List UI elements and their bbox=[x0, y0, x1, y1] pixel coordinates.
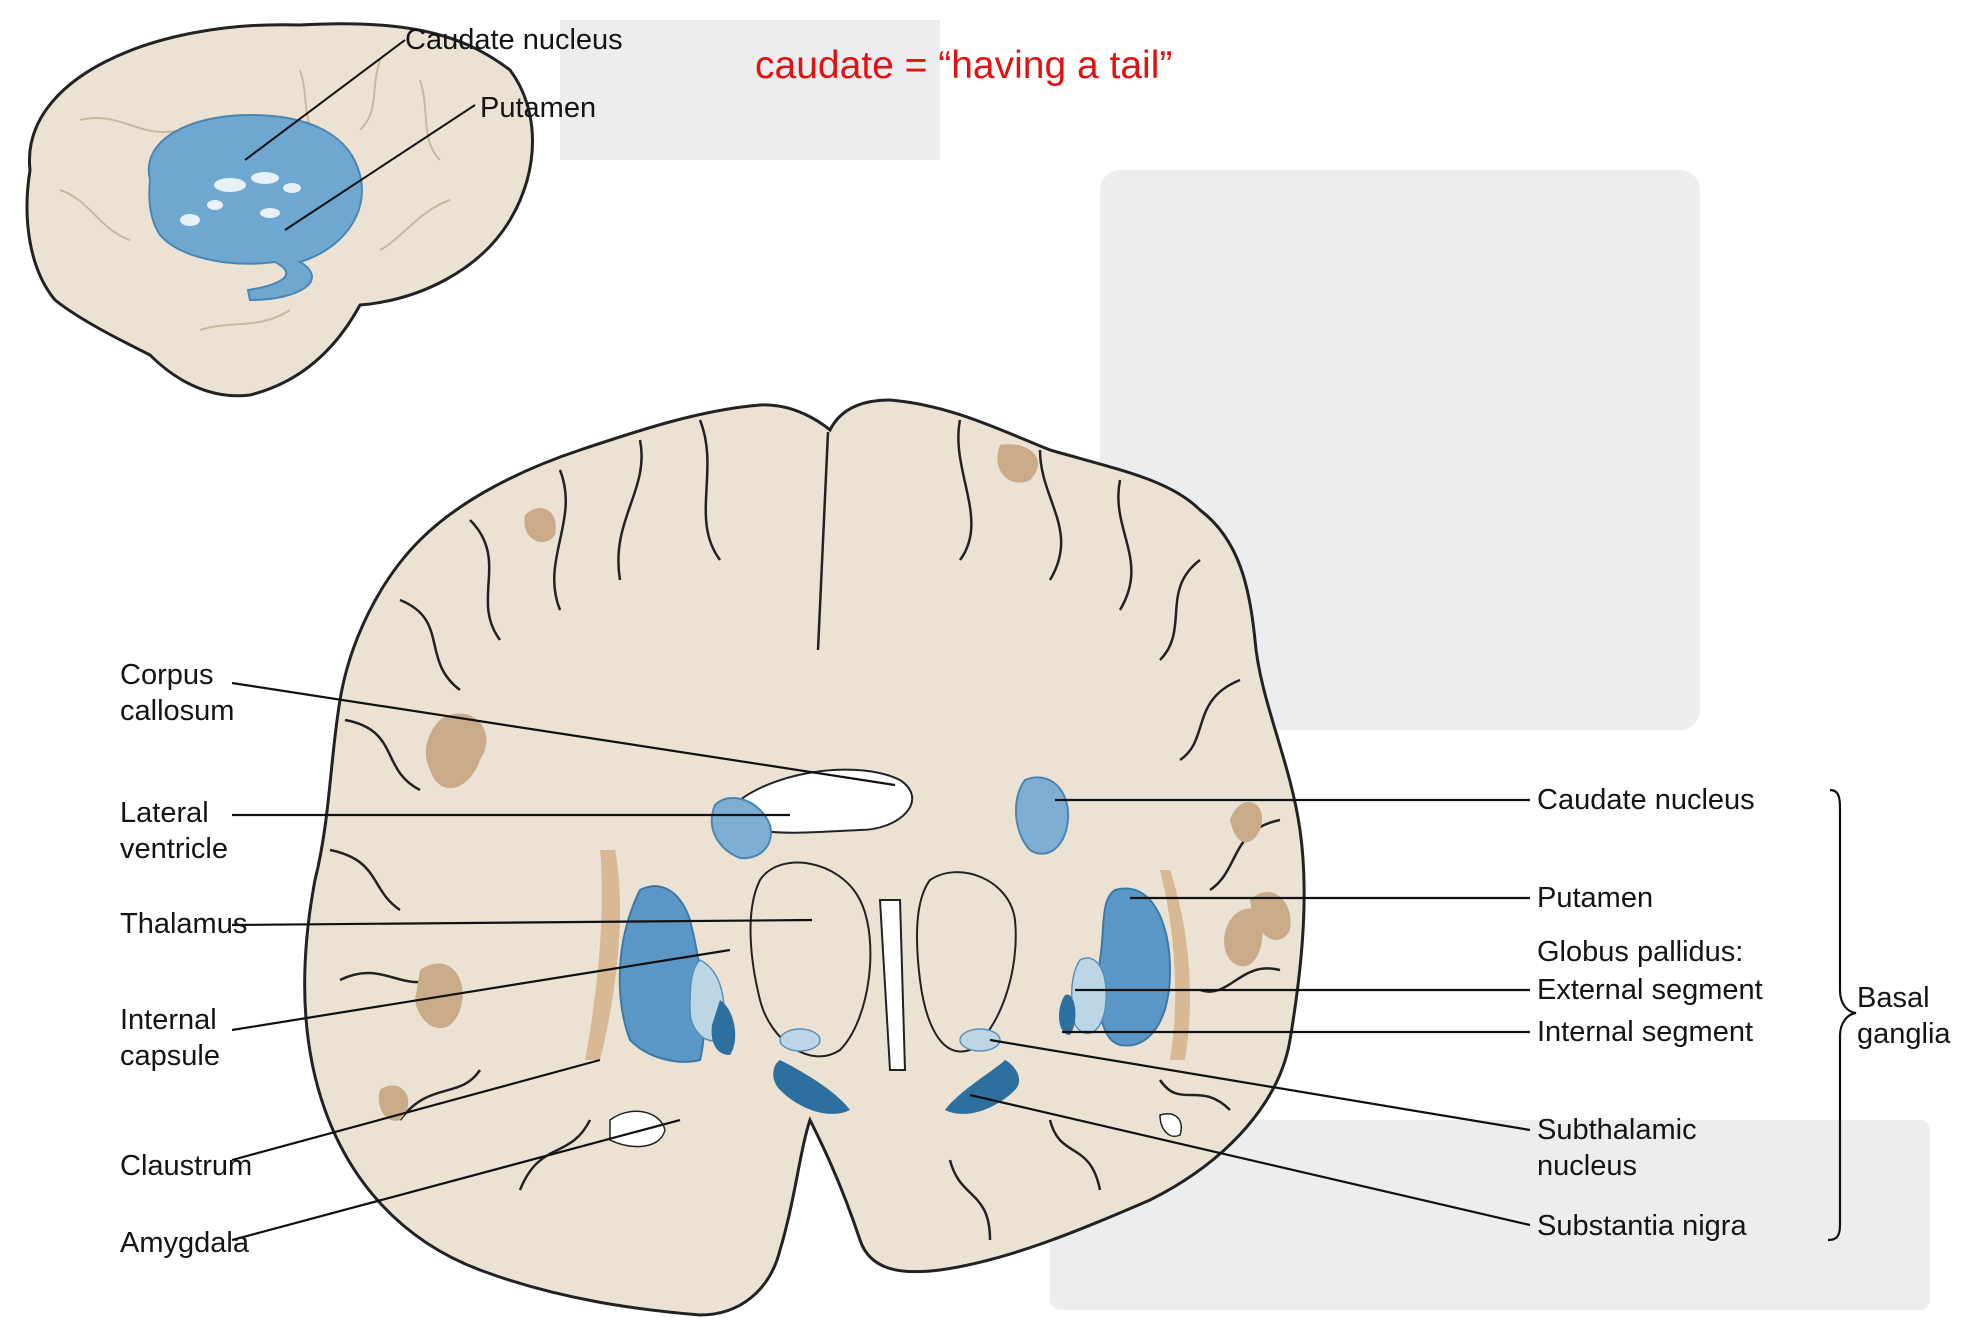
label-globus-pallidus: Globus pallidus: bbox=[1537, 934, 1743, 970]
label-lateral-ventricle: Lateral ventricle bbox=[120, 795, 320, 867]
caudate-etymology-note: caudate = “having a tail” bbox=[755, 44, 1172, 88]
label-putamen: Putamen bbox=[1537, 880, 1653, 916]
inset-label-putamen: Putamen bbox=[480, 90, 596, 126]
section-outline bbox=[305, 400, 1304, 1315]
label-claustrum: Claustrum bbox=[120, 1148, 252, 1184]
inset-label-caudate: Caudate nucleus bbox=[405, 22, 623, 58]
label-amygdala: Amygdala bbox=[120, 1225, 249, 1261]
label-substantia-nigra: Substantia nigra bbox=[1537, 1208, 1747, 1244]
label-external-segment: External segment bbox=[1537, 972, 1763, 1008]
gp-external-right bbox=[1072, 958, 1107, 1033]
label-internal-capsule: Internal capsule bbox=[120, 1002, 320, 1074]
putamen-right bbox=[1098, 888, 1170, 1045]
coronal-section bbox=[305, 400, 1304, 1315]
label-subthalamic-nucleus: Subthalamic nucleus bbox=[1537, 1112, 1737, 1184]
label-thalamus: Thalamus bbox=[120, 906, 247, 942]
inset-brain bbox=[27, 24, 532, 396]
label-corpus-callosum: Corpus callosum bbox=[120, 657, 320, 729]
label-internal-segment: Internal segment bbox=[1537, 1014, 1753, 1050]
caudate-right bbox=[1016, 777, 1068, 853]
label-caudate-nucleus: Caudate nucleus bbox=[1537, 782, 1755, 818]
subthalamic-left bbox=[780, 1029, 820, 1051]
label-basal-ganglia: Basal ganglia bbox=[1857, 980, 1967, 1052]
